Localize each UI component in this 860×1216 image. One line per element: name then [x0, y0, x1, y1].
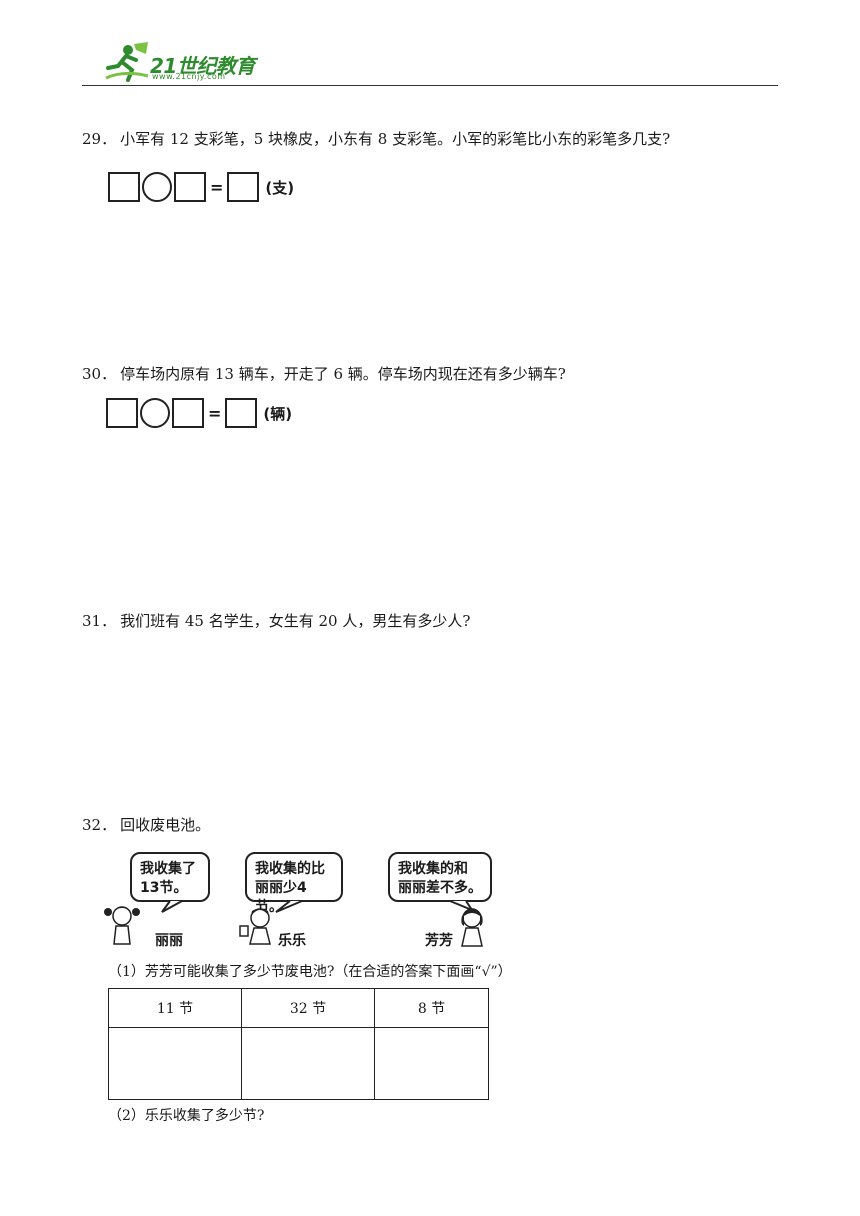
question-text: 回收废电池。: [120, 816, 211, 834]
answer-box[interactable]: [172, 398, 204, 428]
girl-lili-icon: [104, 906, 140, 945]
equation-template-29: = (支): [108, 172, 294, 202]
answer-box[interactable]: [108, 172, 140, 202]
bubble-tail-icon: [161, 900, 183, 913]
runner-logo-icon: [105, 42, 149, 82]
question-text: 我们班有 45 名学生，女生有 20 人，男生有多少人?: [120, 612, 471, 630]
kid-name-lele: 乐乐: [278, 933, 306, 949]
equals-sign: =: [208, 403, 222, 423]
unit-label: (支): [265, 178, 295, 197]
answer-box[interactable]: [174, 172, 206, 202]
question-32: 32．回收废电池。: [82, 815, 210, 835]
header-divider: [82, 85, 778, 86]
operator-circle[interactable]: [142, 172, 172, 202]
table-header-cell: 32 节: [241, 988, 375, 1028]
kid-name-fangfang: 芳芳: [425, 933, 453, 949]
bubble-line: 丽丽差不多。: [398, 880, 482, 896]
bubble-line: 我收集的和: [398, 861, 468, 877]
answer-box[interactable]: [227, 172, 260, 202]
bubble-line: 我收集的比: [255, 861, 325, 877]
bubble-line: 我收集了: [140, 861, 196, 877]
kid-name-lili: 丽丽: [155, 933, 183, 949]
equation-template-30: = (辆): [106, 398, 292, 428]
table-answer-row: [108, 1027, 489, 1100]
boy-lele-icon: [239, 908, 271, 945]
table-header-row: 11 节 32 节 8 节: [108, 988, 489, 1028]
answer-table: 11 节 32 节 8 节: [108, 988, 489, 1100]
question-number: 32．: [82, 816, 117, 834]
question-number: 31．: [82, 612, 117, 630]
checkmark-cell[interactable]: [374, 1027, 489, 1100]
girl-fangfang-icon: [461, 908, 483, 947]
bubble-tail-icon: [449, 900, 475, 913]
sub-question-1: （1）芳芳可能收集了多少节废电池?（在合适的答案下面画“√”）: [108, 964, 512, 980]
table-header-cell: 11 节: [108, 988, 242, 1028]
table-header-cell: 8 节: [374, 988, 489, 1028]
logo: [104, 40, 274, 86]
speech-bubble-lili: 我收集了 13节。: [130, 852, 210, 902]
question-text: 停车场内原有 13 辆车，开走了 6 辆。停车场内现在还有多少辆车?: [120, 365, 566, 383]
bubble-line: 13节。: [140, 880, 188, 896]
checkmark-cell[interactable]: [241, 1027, 375, 1100]
speech-bubble-lele: 我收集的比 丽丽少4节。: [245, 852, 343, 915]
question-number: 29．: [82, 130, 117, 148]
bubble-tail-icon: [275, 900, 303, 913]
speech-bubble-fangfang: 我收集的和 丽丽差不多。: [388, 852, 492, 902]
question-30: 30．停车场内原有 13 辆车，开走了 6 辆。停车场内现在还有多少辆车?: [82, 364, 566, 384]
question-29: 29．小军有 12 支彩笔，5 块橡皮，小东有 8 支彩笔。小军的彩笔比小东的彩…: [82, 129, 670, 149]
kids-illustration: [104, 900, 483, 947]
question-31: 31．我们班有 45 名学生，女生有 20 人，男生有多少人?: [82, 611, 470, 631]
unit-label: (辆): [263, 404, 293, 423]
logo-url: www.21cnjy.com: [152, 72, 226, 81]
question-number: 30．: [82, 365, 117, 383]
answer-box[interactable]: [106, 398, 138, 428]
checkmark-cell[interactable]: [108, 1027, 242, 1100]
question-text: 小军有 12 支彩笔，5 块橡皮，小东有 8 支彩笔。小军的彩笔比小东的彩笔多几…: [120, 130, 671, 148]
sub-question-2: （2）乐乐收集了多少节?: [108, 1108, 265, 1124]
operator-circle[interactable]: [140, 398, 170, 428]
logo-text: 21世纪教育: [150, 54, 255, 78]
answer-box[interactable]: [225, 398, 258, 428]
equals-sign: =: [210, 177, 224, 197]
